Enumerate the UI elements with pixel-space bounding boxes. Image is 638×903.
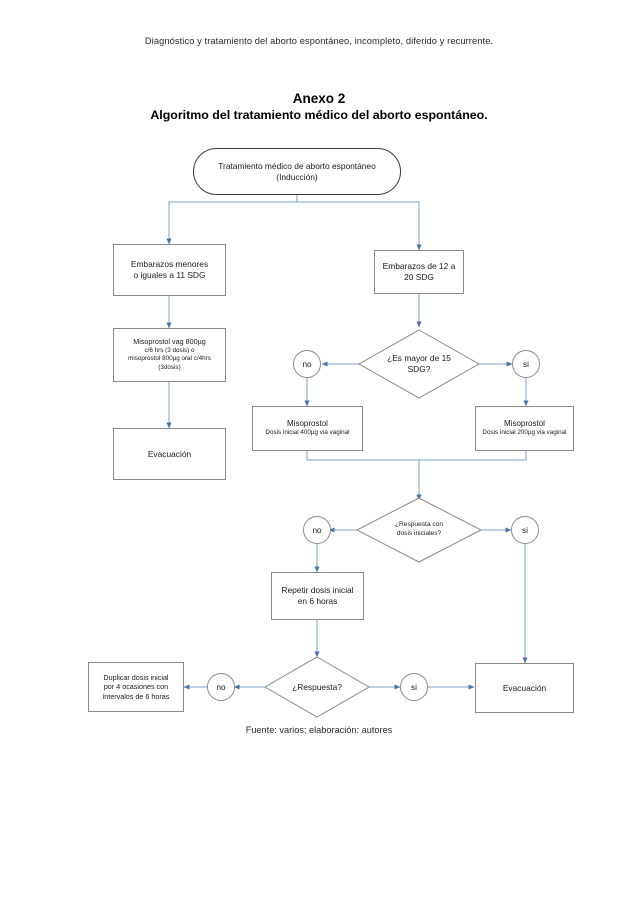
node-miso-200-text: Misoprostol Dosis inicial 200µg via vagi… bbox=[482, 419, 566, 438]
node-left-branch-line-2: o iguales a 11 SDG bbox=[133, 270, 206, 280]
title-line-2: Algoritmo del tratamiento médico del abo… bbox=[150, 108, 488, 122]
diamond-decision-response bbox=[263, 656, 371, 718]
node-miso-400[interactable]: Misoprostol Dosis inicial 400µg via vagi… bbox=[252, 406, 363, 451]
node-decision-response-initial-label[interactable]: ¿Respuesta con dosis iniciales? bbox=[379, 516, 459, 544]
title-line-1: Anexo 2 bbox=[292, 91, 346, 106]
response-initial-si-text: si bbox=[522, 525, 528, 535]
node-double-dose-text: Duplicar dosis inicial por 4 ocasiones c… bbox=[103, 673, 170, 701]
decision-sdg-line-2: SDG? bbox=[407, 364, 431, 374]
connector-label-sdg-si[interactable]: si bbox=[512, 350, 540, 378]
connector-label-response-si[interactable]: si bbox=[400, 673, 428, 701]
node-miso-200[interactable]: Misoprostol Dosis inicial 200µg via vagi… bbox=[475, 406, 574, 451]
document-header: Diagnóstico y tratamiento del aborto esp… bbox=[144, 36, 494, 46]
page-title: Anexo 2 Algoritmo del tratamiento médico… bbox=[0, 90, 638, 124]
connector-label-sdg-no[interactable]: no bbox=[293, 350, 321, 378]
node-left-branch-text: Embarazos menores o iguales a 11 SDG bbox=[131, 259, 208, 281]
response-si-text: si bbox=[411, 682, 417, 692]
decision-response-initial-line-2: dosis iniciales? bbox=[396, 530, 442, 537]
node-miso-200-line-2: Dosis inicial 200µg via vaginal bbox=[482, 429, 567, 437]
diamond-decision-sdg bbox=[357, 329, 481, 399]
response-initial-no-text: no bbox=[312, 525, 322, 535]
source-note: Fuente: varios; elaboración: autores bbox=[245, 725, 393, 735]
node-right-branch-line-1: Embarazos de 12 a bbox=[382, 261, 456, 271]
node-repeat-dose[interactable]: Repetir dosis inicial en 6 horas bbox=[271, 572, 364, 620]
decision-sdg-text: ¿Es mayor de 15 SDG? bbox=[387, 353, 451, 375]
node-double-dose-line-2: por 4 ocasiones con bbox=[103, 682, 169, 692]
node-start[interactable]: Tratamiento médico de aborto espontáneo … bbox=[193, 148, 401, 195]
node-left-treatment[interactable]: Misoprostol vag 800µg c/6 hrs (3 dosis) … bbox=[113, 328, 226, 382]
node-left-treatment-line-2: c/6 hrs (3 dosis) o bbox=[144, 346, 195, 354]
decision-sdg-line-1: ¿Es mayor de 15 bbox=[387, 353, 451, 363]
node-double-dose-line-3: intervalos de 6 horas bbox=[102, 691, 170, 701]
node-right-branch-line-2: 20 SDG bbox=[404, 272, 434, 282]
node-start-text: Tratamiento médico de aborto espontáneo … bbox=[218, 161, 376, 183]
node-double-dose-line-1: Duplicar dosis inicial bbox=[103, 672, 169, 682]
node-repeat-dose-text: Repetir dosis inicial en 6 horas bbox=[281, 585, 353, 607]
node-miso-400-text: Misoprostol Dosis inicial 400µg via vagi… bbox=[265, 419, 349, 438]
node-decision-sdg-label[interactable]: ¿Es mayor de 15 SDG? bbox=[374, 350, 464, 378]
node-left-treatment-line-4: (3dosis) bbox=[158, 364, 181, 371]
node-double-dose[interactable]: Duplicar dosis inicial por 4 ocasiones c… bbox=[88, 662, 184, 712]
node-left-branch[interactable]: Embarazos menores o iguales a 11 SDG bbox=[113, 244, 226, 296]
node-miso-200-line-1: Misoprostol bbox=[504, 418, 545, 428]
node-left-evacuation-label: Evacuación bbox=[147, 448, 192, 459]
connector-label-response-initial-no[interactable]: no bbox=[303, 516, 331, 544]
sdg-no-text: no bbox=[302, 359, 312, 369]
node-repeat-dose-line-2: en 6 horas bbox=[297, 596, 338, 606]
diamond-decision-response-initial bbox=[355, 497, 483, 563]
node-right-branch-text: Embarazos de 12 a 20 SDG bbox=[383, 261, 456, 283]
node-left-treatment-text: Misoprostol vag 800µg c/6 hrs (3 dosis) … bbox=[128, 337, 211, 372]
connector-label-response-initial-si[interactable]: si bbox=[511, 516, 539, 544]
node-left-treatment-line-3: misoprostol 800µg oral c/4hrs bbox=[128, 355, 211, 363]
decision-response-initial-text: ¿Respuesta con dosis iniciales? bbox=[395, 521, 443, 538]
node-miso-400-line-2: Dosis inicial 400µg via vaginal bbox=[265, 429, 350, 437]
node-left-branch-line-1: Embarazos menores bbox=[130, 259, 209, 269]
connector-label-response-no[interactable]: no bbox=[207, 673, 235, 701]
node-start-line-1: Tratamiento médico de aborto espontáneo bbox=[218, 160, 376, 171]
decision-response-initial-line-1: ¿Respuesta con bbox=[394, 521, 443, 529]
decision-response-text: ¿Respuesta? bbox=[292, 681, 342, 692]
node-decision-response-label[interactable]: ¿Respuesta? bbox=[279, 678, 355, 696]
sdg-si-text: si bbox=[523, 359, 529, 369]
node-left-treatment-line-1: Misoprostol vag 800µg bbox=[133, 337, 206, 347]
node-miso-400-line-1: Misoprostol bbox=[287, 418, 328, 428]
node-right-evacuation-label: Evacuación bbox=[502, 682, 547, 693]
node-repeat-dose-line-1: Repetir dosis inicial bbox=[281, 585, 354, 595]
response-no-text: no bbox=[216, 682, 226, 692]
node-right-evacuation[interactable]: Evacuación bbox=[475, 663, 574, 713]
node-right-branch[interactable]: Embarazos de 12 a 20 SDG bbox=[374, 250, 464, 294]
node-left-evacuation[interactable]: Evacuación bbox=[113, 428, 226, 480]
node-start-line-2: (Inducción) bbox=[276, 171, 318, 182]
